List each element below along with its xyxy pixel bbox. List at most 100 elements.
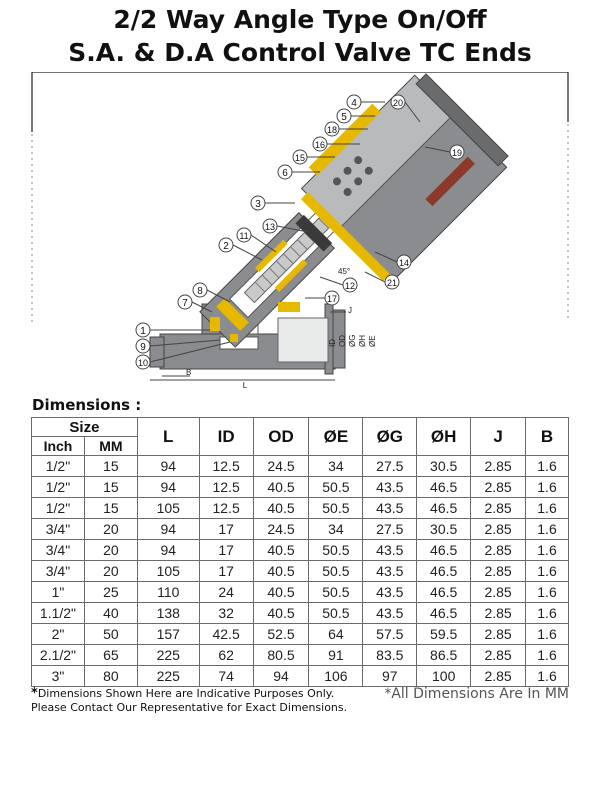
table-cell: 2.85 (470, 665, 527, 687)
svg-text:15: 15 (295, 153, 305, 163)
table-cell: 1.1/2" (31, 602, 85, 624)
table-cell: 105 (136, 560, 200, 582)
table-cell: 24.5 (252, 455, 310, 477)
table-cell: 52.5 (252, 623, 310, 645)
table-cell: 46.5 (416, 581, 472, 603)
table-cell: 43.5 (362, 602, 418, 624)
valve-cross-section-diagram: 1 2 3 4 5 6 7 8 9 10 11 12 13 14 15 16 1… (31, 72, 569, 390)
table-cell: 40.5 (252, 497, 310, 519)
callout-20: 20 (390, 94, 421, 123)
table-cell: 32 (198, 602, 254, 624)
page-subtitle: S.A. & D.A Control Valve TC Ends (68, 38, 532, 67)
dim-label-od: OD (338, 335, 347, 347)
table-cell: 40.5 (252, 539, 310, 561)
callout-11: 11 (236, 227, 277, 253)
table-cell: 46.5 (416, 560, 472, 582)
table-cell: 1.6 (525, 539, 569, 561)
table-cell: 15 (83, 476, 138, 498)
dim-label-angle: 45° (338, 267, 350, 276)
table-cell: 2.85 (470, 539, 527, 561)
table-cell: 12.5 (198, 497, 254, 519)
disclaimer-asterisk: * (31, 686, 38, 701)
table-cell: 25 (83, 581, 138, 603)
table-cell: 157 (136, 623, 200, 645)
table-cell: 2.85 (470, 497, 527, 519)
disclaimer-line-2: Please Contact Our Representative for Ex… (31, 701, 348, 714)
table-cell: 40 (83, 602, 138, 624)
header-oe: ØE (308, 417, 364, 456)
table-cell: 50 (83, 623, 138, 645)
table-cell: 43.5 (362, 539, 418, 561)
table-cell: 34 (308, 518, 364, 540)
actuator (300, 73, 509, 282)
table-cell: 59.5 (416, 623, 472, 645)
dim-label-oh: ØH (358, 335, 367, 347)
svg-text:2: 2 (223, 241, 229, 252)
table-cell: 1/2" (31, 476, 85, 498)
callout-19: 19 (424, 144, 465, 160)
table-cell: 1.6 (525, 497, 569, 519)
table-cell: 2.85 (470, 560, 527, 582)
table-cell: 2.1/2" (31, 644, 85, 666)
callout-4: 4 (346, 94, 385, 110)
table-cell: 17 (198, 560, 254, 582)
table-cell: 34 (308, 455, 364, 477)
table-cell: 3/4" (31, 539, 85, 561)
svg-text:12: 12 (345, 281, 355, 291)
header-id: ID (198, 417, 254, 456)
table-cell: 12.5 (198, 476, 254, 498)
table-cell: 2.85 (470, 476, 527, 498)
svg-text:18: 18 (327, 125, 337, 135)
table-cell: 12.5 (198, 455, 254, 477)
table-cell: 1/2" (31, 455, 85, 477)
table-cell: 50.5 (308, 560, 364, 582)
svg-text:3: 3 (255, 199, 261, 210)
table-cell: 30.5 (416, 455, 472, 477)
table-cell: 100 (416, 665, 472, 687)
table-cell: 46.5 (416, 497, 472, 519)
table-cell: 15 (83, 497, 138, 519)
callout-8: 8 (192, 282, 231, 303)
table-cell: 225 (136, 665, 200, 687)
svg-text:13: 13 (265, 222, 275, 232)
callout-9: 9 (135, 338, 221, 354)
callout-18: 18 (324, 121, 368, 137)
table-cell: 1.6 (525, 602, 569, 624)
header-b: B (525, 417, 569, 456)
svg-text:19: 19 (452, 148, 462, 158)
table-cell: 1.6 (525, 665, 569, 687)
callout-16: 16 (312, 136, 360, 152)
table-cell: 105 (136, 497, 200, 519)
table-cell: 83.5 (362, 644, 418, 666)
table-cell: 80.5 (252, 644, 310, 666)
table-cell: 80 (83, 665, 138, 687)
callout-5: 5 (336, 108, 375, 124)
table-cell: 30.5 (416, 518, 472, 540)
table-cell: 65 (83, 644, 138, 666)
table-cell: 46.5 (416, 476, 472, 498)
table-cell: 42.5 (198, 623, 254, 645)
table-cell: 1.6 (525, 518, 569, 540)
table-cell: 2.85 (470, 623, 527, 645)
table-cell: 1/2" (31, 497, 85, 519)
table-cell: 20 (83, 518, 138, 540)
table-cell: 1.6 (525, 581, 569, 603)
svg-text:6: 6 (282, 168, 288, 179)
table-cell: 15 (83, 455, 138, 477)
svg-text:17: 17 (327, 294, 337, 304)
svg-text:9: 9 (140, 342, 146, 353)
table-cell: 43.5 (362, 497, 418, 519)
callout-15: 15 (292, 149, 335, 165)
table-cell: 138 (136, 602, 200, 624)
table-cell: 94 (136, 455, 200, 477)
table-cell: 46.5 (416, 602, 472, 624)
table-cell: 1.6 (525, 455, 569, 477)
table-cell: 64 (308, 623, 364, 645)
callout-21: 21 (364, 271, 400, 290)
table-cell: 106 (308, 665, 364, 687)
